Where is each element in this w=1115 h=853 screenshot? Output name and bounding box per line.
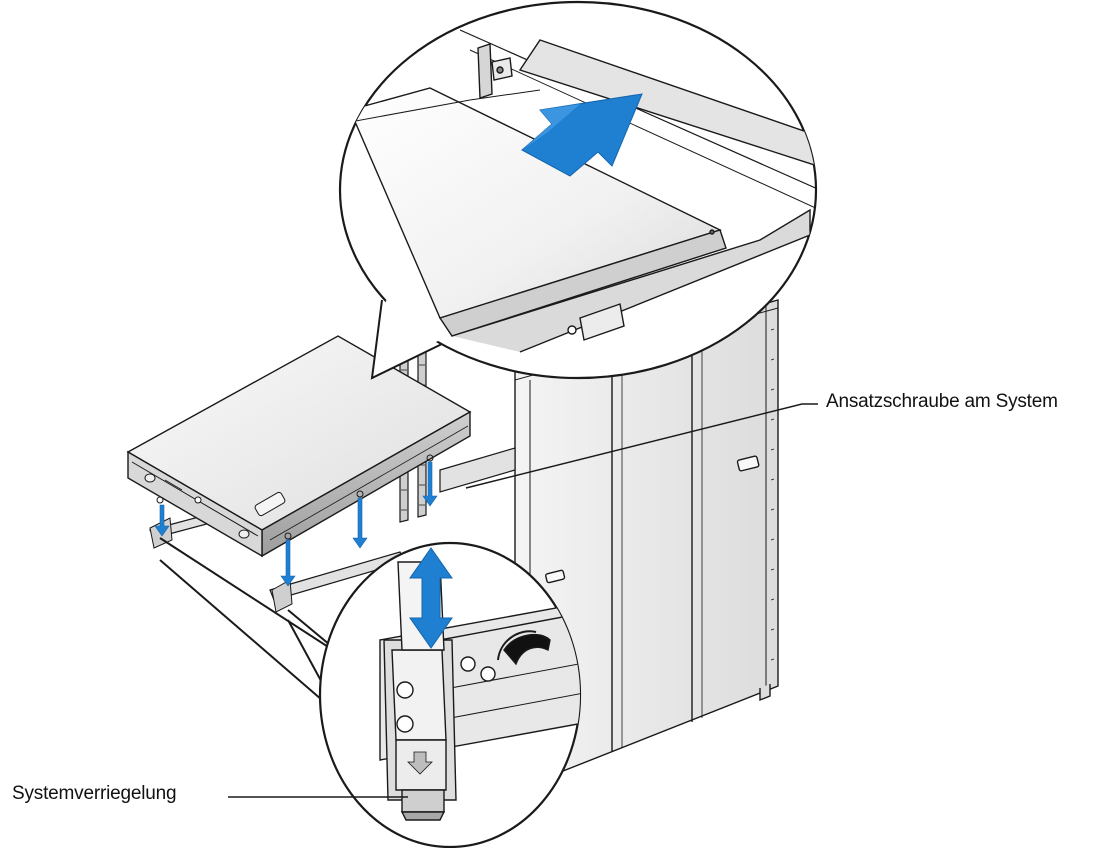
door-handle	[545, 569, 566, 584]
handle	[254, 491, 286, 517]
rack-rail-holes	[770, 328, 775, 661]
slide-in-arrow-icon	[521, 93, 643, 177]
up-down-arrow-icon	[409, 547, 453, 649]
callout-shoulder-screw: Ansatzschraube am System	[826, 391, 1058, 412]
door-handle	[736, 455, 760, 472]
server-chassis	[126, 335, 472, 613]
zoom-callout-slide	[338, 0, 818, 380]
callout-system-latch: Systemverriegelung	[12, 783, 177, 804]
zoom-callout-latch	[159, 537, 582, 849]
leader-shoulder-screw	[465, 403, 818, 489]
rack-cabinet	[514, 299, 779, 792]
down-arrow-icon	[154, 461, 438, 587]
leader-lines	[228, 403, 818, 798]
